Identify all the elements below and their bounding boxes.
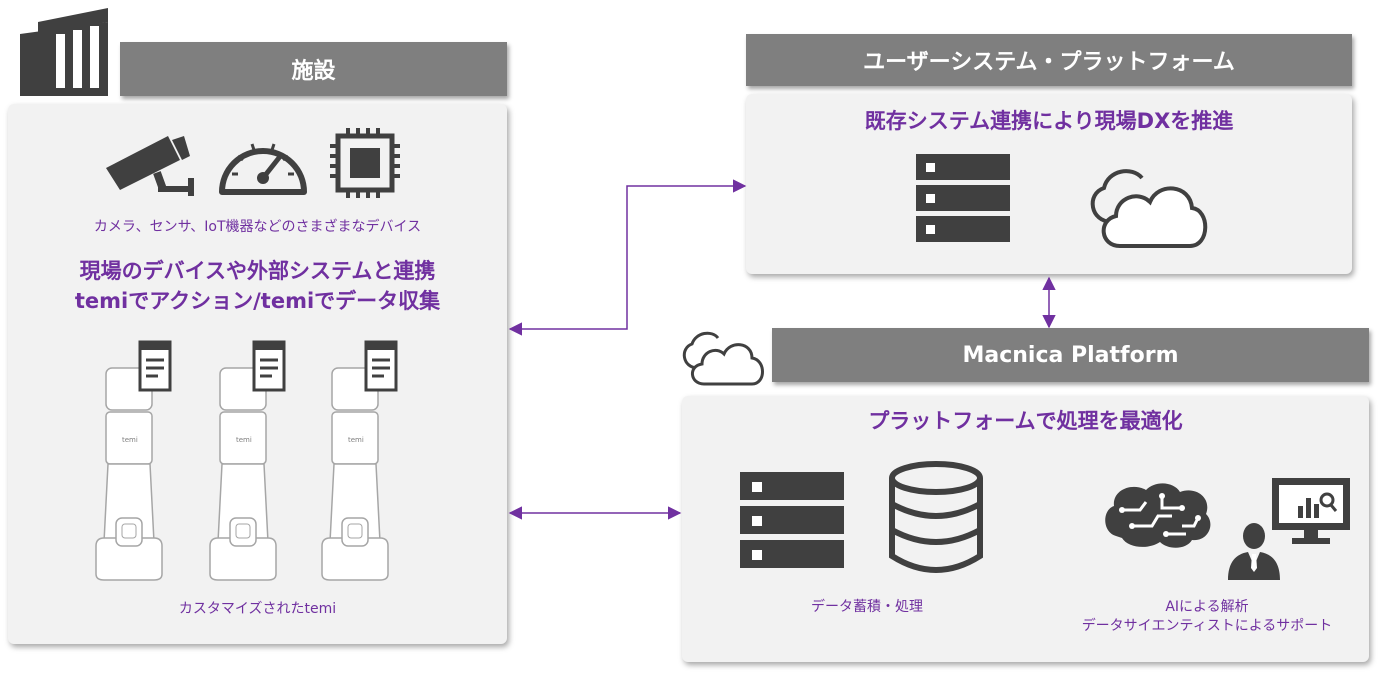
facility-header: 施設: [120, 42, 507, 96]
devices-caption: カメラ、センサ、IoT機器などのさまざまなデバイス: [93, 219, 422, 235]
user-platform-panel: 既存システム連携により現場DXを推進: [746, 94, 1352, 274]
user-platform-header-label: ユーザーシステム・プラットフォーム: [863, 50, 1235, 75]
macnica-panel: プラットフォームで処理を最適化 データ蓄積・処理: [682, 396, 1369, 662]
macnica-heading: プラットフォームで処理を最適化: [868, 409, 1183, 433]
chip-icon: [328, 128, 402, 202]
server-icon: [740, 472, 844, 572]
robot-temi: temi: [318, 340, 398, 588]
robot-temi: temi: [206, 340, 286, 588]
ai-caption: AIによる解析 データサイエンティストによるサポート: [1062, 598, 1352, 636]
robots-caption: カスタマイズされたtemi: [178, 601, 337, 617]
robot-logo: temi: [122, 436, 138, 444]
macnica-header: Macnica Platform: [772, 328, 1369, 382]
person-icon: [1226, 522, 1282, 584]
gauge-icon: [218, 132, 308, 202]
brain-icon: [1102, 480, 1214, 554]
user-platform-header: ユーザーシステム・プラットフォーム: [746, 34, 1352, 86]
facility-heading-line-1: 現場のデバイスや外部システムと連携: [79, 259, 436, 283]
facility-header-label: 施設: [291, 59, 336, 84]
camera-icon: [106, 132, 196, 202]
server-icon: [916, 154, 1010, 246]
storage-caption: データ蓄積・処理: [811, 599, 923, 615]
facility-panel: カメラ、センサ、IoT機器などのさまざまなデバイス 現場のデバイスや外部システム…: [8, 104, 507, 644]
facility-heading-line-2: temiでアクション/temiでデータ収集: [74, 289, 441, 313]
facility-heading: 現場のデバイスや外部システムと連携 temiでアクション/temiでデータ収集: [8, 256, 507, 316]
robot-logo: temi: [236, 436, 252, 444]
cloud-icon: [1086, 164, 1212, 254]
building-icon: [18, 4, 110, 100]
database-icon: [888, 461, 984, 576]
cloud-icon: [680, 328, 766, 392]
ai-caption-line-2: データサイエンティストによるサポート: [1081, 618, 1333, 634]
robot-logo: temi: [348, 436, 364, 444]
ai-caption-line-1: AIによる解析: [1165, 599, 1249, 615]
arrow-facility-to-user-platform: [508, 179, 747, 336]
user-platform-heading: 既存システム連携により現場DXを推進: [864, 109, 1234, 133]
monitor-chart-icon: [1270, 476, 1352, 550]
macnica-header-label: Macnica Platform: [962, 342, 1179, 368]
robot-temi: temi: [92, 340, 172, 588]
